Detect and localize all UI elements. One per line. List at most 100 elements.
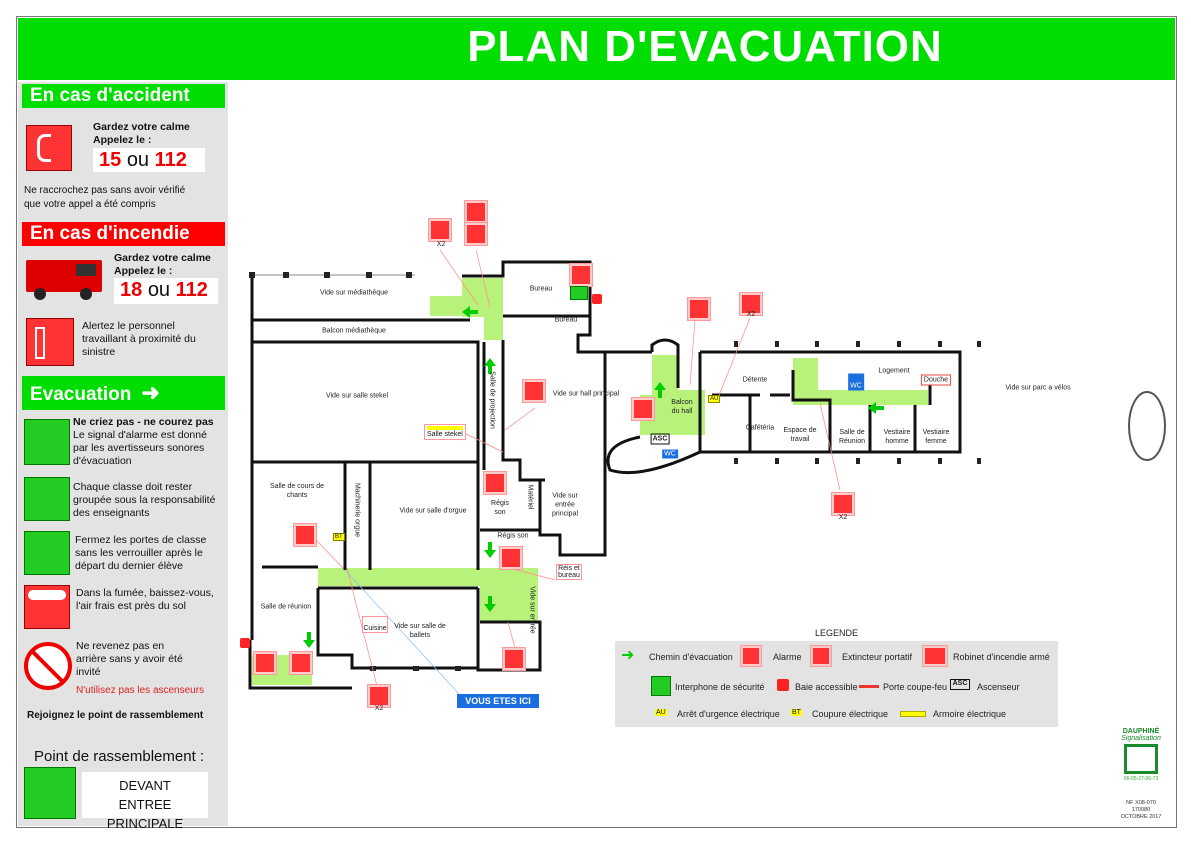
- legend-item: Chemin d'évacuation: [649, 652, 733, 662]
- extinguisher-icon: [831, 492, 855, 516]
- title-bar: [18, 18, 1175, 80]
- accident-note1: Ne raccrochez pas sans avoir vérifié: [24, 185, 186, 196]
- evac-item-2: Chaque classe doit rester groupée sous l…: [73, 481, 216, 519]
- incendie-numbers: 18 ou 112: [114, 278, 218, 304]
- or-text: ou: [147, 279, 171, 301]
- alarm-sound-icon: [24, 419, 70, 465]
- room-label: Cafétéria: [745, 424, 775, 432]
- or-text: ou: [126, 149, 150, 171]
- extinguisher-icon: [810, 645, 832, 667]
- room-label: Vide sur salle stekel: [325, 392, 389, 400]
- number-samu: 15: [99, 149, 122, 171]
- callout-salle-stekel: Salle stekel: [424, 424, 466, 440]
- legend-item: Armoire électrique: [933, 709, 1007, 719]
- maker-brand: DAUPHINÉ: [1122, 728, 1160, 735]
- alarm-icon: [502, 647, 526, 671]
- room-label: Vide sur médiathèque: [320, 289, 388, 297]
- power-cut-icon: BT: [791, 709, 802, 716]
- evac-item-3: Fermez les portes de classe sans les ver…: [75, 534, 207, 572]
- instructions-panel: En cas d'accident Gardez votre calme App…: [18, 82, 228, 831]
- extinguisher-icon: [483, 471, 507, 495]
- maker-phone: 06-05-27-06-73: [1123, 776, 1159, 782]
- legend-item: Ascenseur: [977, 682, 1020, 692]
- room-label: Vide sur entrée principal: [551, 492, 579, 518]
- legend-item: Alarme: [773, 652, 802, 662]
- room-label: Vestiaire homme: [883, 429, 911, 445]
- extinguisher-icon: [367, 684, 391, 708]
- extinguisher-icon: [569, 263, 593, 287]
- legend-item: Extincteur portatif: [842, 652, 913, 662]
- room-label: Vide sur salle d'orgue: [399, 507, 467, 515]
- evacuation-arrow-icon: ➜: [621, 647, 635, 664]
- number-112: 112: [175, 279, 208, 301]
- room-label: Douche: [920, 374, 952, 386]
- evac-item-5: Ne revenez pas en arrière sans y avoir é…: [76, 640, 183, 678]
- extinguisher-icon: [428, 218, 452, 242]
- accessible-bay-icon: [777, 679, 789, 691]
- room-label: Salle de cours de chants: [269, 483, 325, 499]
- callout-x2: X2: [436, 241, 446, 248]
- fire-hose-icon: [293, 523, 317, 547]
- room-label: Matériel: [526, 484, 534, 510]
- legend-item: Interphone de sécurité: [675, 682, 765, 692]
- accident-line1: Gardez votre calme: [93, 121, 190, 133]
- fire-door-icon: [859, 685, 879, 688]
- phone-icon: [26, 125, 72, 171]
- legend-item: Baie accessible: [795, 682, 858, 692]
- number-pompiers: 18: [120, 279, 143, 301]
- maker-script: Signalisation: [1121, 735, 1161, 742]
- room-label: Vide sur hall principal: [552, 390, 620, 398]
- page-title: PLAN D'EVACUATION: [467, 22, 943, 71]
- assembly-point-icon: [24, 767, 76, 819]
- room-label: Balcon du hall: [671, 399, 693, 415]
- you-are-here-marker: VOUS ETES ICI: [457, 694, 539, 708]
- group-class-icon: [24, 477, 70, 521]
- assembly-place: DEVANT ENTREE PRINCIPALE: [82, 772, 208, 831]
- alarm-icon: [740, 645, 762, 667]
- evacuation-path: [252, 278, 928, 685]
- electric-cabinet-icon: [427, 426, 463, 430]
- bike-park-outline: [1128, 391, 1166, 461]
- callout-cuisine: Cuisine: [362, 616, 388, 633]
- extinguisher-icon: [522, 379, 546, 403]
- wc-sign: WC: [662, 449, 678, 459]
- number-112: 112: [154, 149, 187, 171]
- callout-x2: X2: [838, 514, 848, 521]
- evac-item-4: Dans la fumée, baissez-vous, l'air frais…: [76, 587, 214, 612]
- reference: 170080: [1131, 807, 1151, 813]
- incendie-alert: Alertez le personnel travaillant à proxi…: [82, 320, 196, 358]
- legend: ➜ Chemin d'évacuation Alarme Extincteur …: [615, 641, 1058, 727]
- room-label: Logement: [878, 367, 910, 375]
- evacuation-title: Evacuation: [30, 384, 132, 405]
- room-label: Salle de projection: [488, 371, 496, 429]
- room-label: Machinerie orgue: [353, 482, 361, 538]
- accident-note2: que votre appel a été compris: [24, 199, 156, 210]
- intercom-icon: [570, 286, 588, 300]
- fire-truck-icon: [24, 254, 104, 304]
- callout-x2: X2: [746, 311, 756, 318]
- running-exit-arrow-icon: ➜: [141, 380, 160, 405]
- legend-title: LEGENDE: [815, 628, 859, 638]
- elevator-warning: N'utilisez pas les ascenseurs: [76, 685, 205, 696]
- pillars: [249, 272, 981, 671]
- evacuation-header: Evacuation ➜: [22, 376, 225, 410]
- maze-logo-icon: [1124, 744, 1158, 774]
- emergency-stop-icon: AU: [708, 395, 721, 403]
- room-label: Vide sur parc a vélos: [1005, 384, 1071, 392]
- alert-person-icon: [26, 318, 74, 366]
- incendie-header: En cas d'incendie: [22, 222, 225, 246]
- room-label: Vestiaire femme: [922, 429, 950, 445]
- room-label: Salle de Réunion: [838, 429, 866, 445]
- elevator-icon: ASC: [650, 433, 670, 445]
- room-label: Vide sur entrée: [528, 586, 536, 634]
- power-cut-icon: BT: [333, 533, 345, 541]
- extinguisher-icon: [464, 200, 488, 224]
- elevator-icon: ASC: [950, 679, 970, 690]
- legend-item: Arrêt d'urgence électrique: [677, 709, 780, 719]
- accident-numbers: 15 ou 112: [93, 148, 205, 172]
- norm: NF X08-070: [1126, 800, 1156, 806]
- alarm-icon: [464, 222, 488, 246]
- wc-sign: WC: [848, 373, 864, 391]
- norm-info: NF X08-070 170080 OCTOBRE 2017: [1110, 800, 1172, 821]
